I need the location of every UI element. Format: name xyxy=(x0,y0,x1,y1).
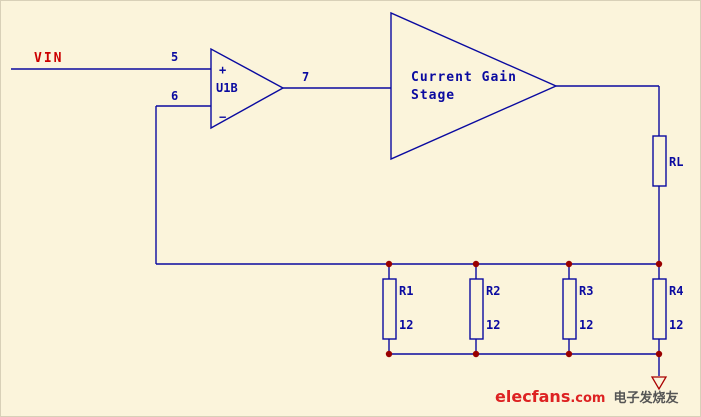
elecfans-brand-text: elecfans xyxy=(495,387,571,406)
opamp-plus-sign: + xyxy=(219,63,226,77)
opamp-refdes: U1B xyxy=(216,81,238,95)
junction-dot xyxy=(655,350,663,358)
resistor-r3-value: 12 xyxy=(579,318,593,332)
resistor-r1-body xyxy=(382,278,397,340)
resistor-rl-label: RL xyxy=(669,155,683,169)
junction-dot xyxy=(472,350,480,358)
junction-dot xyxy=(655,260,663,268)
pin-7-label: 7 xyxy=(302,70,309,84)
junction-dot xyxy=(472,260,480,268)
resistor-r1-value: 12 xyxy=(399,318,413,332)
junction-dot xyxy=(565,350,573,358)
opamp-minus-sign: − xyxy=(219,110,226,124)
resistor-r4-label: R4 xyxy=(669,284,683,298)
junction-dot xyxy=(385,350,393,358)
elecfans-domain-text: .com xyxy=(570,391,606,406)
gain-stage-label-line2: Stage xyxy=(411,88,455,103)
vin-label: VIN xyxy=(34,51,63,66)
gain-stage-triangle xyxy=(390,11,558,161)
resistor-r4-value: 12 xyxy=(669,318,683,332)
resistor-r3-body xyxy=(562,278,577,340)
watermark: elecfans.com 电子发烧友 xyxy=(495,387,678,406)
ground-arrow-icon xyxy=(650,376,668,391)
junction-dot xyxy=(385,260,393,268)
resistor-r1-label: R1 xyxy=(399,284,413,298)
resistor-r2-value: 12 xyxy=(486,318,500,332)
resistor-rl-body xyxy=(652,135,667,187)
resistor-r2-body xyxy=(469,278,484,340)
resistor-r4-body xyxy=(652,278,667,340)
gain-stage-label-line1: Current Gain xyxy=(411,70,517,85)
resistor-r3-label: R3 xyxy=(579,284,593,298)
elecfans-chinese-text: 电子发烧友 xyxy=(613,391,679,406)
pin-5-label: 5 xyxy=(171,50,178,64)
resistor-r2-label: R2 xyxy=(486,284,500,298)
opamp-triangle xyxy=(210,47,285,130)
junction-dot xyxy=(565,260,573,268)
pin-6-label: 6 xyxy=(171,89,178,103)
